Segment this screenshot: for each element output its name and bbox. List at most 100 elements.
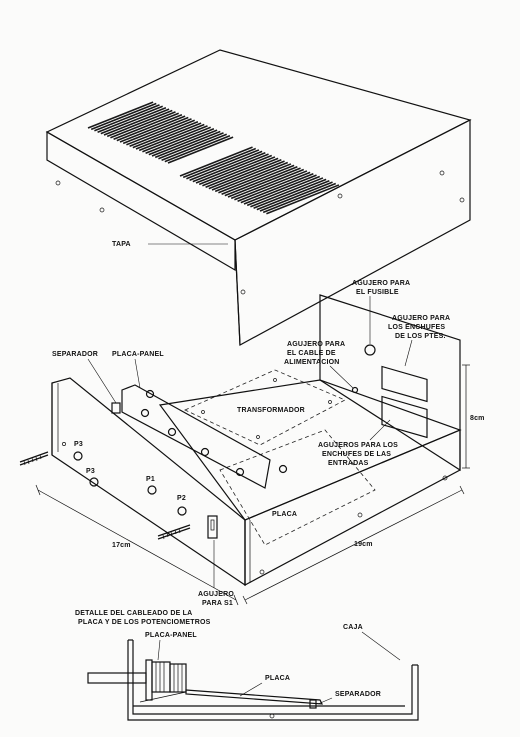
vent-slot: [138, 123, 205, 152]
vent-slot: [208, 158, 282, 190]
vent-slot: [195, 153, 269, 184]
vent-slot: [234, 170, 308, 201]
vent-slot: [145, 126, 211, 154]
vent-slot: [106, 109, 173, 138]
label-agujero-fusible: AGUJERO PARA: [352, 280, 410, 287]
board-pot-hole: [200, 447, 210, 457]
label-separador: SEPARADOR: [52, 351, 98, 358]
board-pot-hole: [167, 427, 177, 437]
screw-left: [19, 451, 49, 466]
label-detail-placa: PLACA: [265, 675, 290, 682]
base-front-panel: [51, 377, 246, 587]
label-agujero-s1-line2: PARA S1: [202, 600, 233, 607]
input-sockets-hole: [381, 395, 428, 439]
vent-slot: [122, 116, 189, 145]
vent-slot: [253, 178, 327, 209]
transformer-outline: [184, 369, 346, 446]
label-cable-line2: EL CABLE DE: [287, 350, 336, 357]
vent-slot: [205, 157, 279, 188]
vent-slot: [161, 133, 227, 161]
label-tapa: TAPA: [112, 241, 131, 248]
label-agujero-enchufes: DE LOS PTES.: [395, 333, 446, 340]
vent-slot: [230, 168, 305, 200]
ventilation-grille-left: [87, 101, 234, 164]
label-placa-panel: PLACA-PANEL: [112, 351, 164, 358]
label-agujero-fusible: EL FUSIBLE: [356, 289, 399, 296]
cover-screw-hole: [99, 207, 105, 213]
label-detail-placa-panel: PLACA-PANEL: [145, 632, 197, 639]
speaker-sockets-hole: [381, 365, 428, 403]
label-enchufes-line2: LOS ENCHUFES: [388, 324, 445, 331]
detail-spacer: [309, 699, 317, 709]
cover-front-panel: [234, 119, 471, 346]
ventilation-grille-right: [179, 146, 340, 215]
spacer-nut: [278, 464, 288, 474]
pot-hole-p3: [73, 451, 83, 461]
vent-slot: [259, 181, 333, 212]
vent-slot: [116, 113, 183, 142]
base-box: [158, 294, 462, 587]
floor-screw-hole: [357, 512, 363, 518]
vent-slot: [237, 171, 311, 202]
detail-title-line2: PLACA Y DE LOS POTENCIOMETROS: [78, 619, 211, 626]
label-entradas-line2: ENCHUFES DE LAS: [322, 451, 391, 458]
vent-slot: [113, 112, 179, 140]
label-enchufes-line1: AGUJERO PARA: [392, 315, 450, 322]
board-pot-hole: [140, 408, 150, 418]
vent-slot: [227, 167, 301, 198]
pcb-outline: [219, 429, 376, 546]
power-cable-hole: [351, 386, 359, 394]
vent-slot: [126, 118, 192, 146]
vent-slot: [186, 149, 260, 180]
floor-screw-hole: [442, 475, 448, 481]
label-agujero-s1: PARA S1: [202, 600, 233, 607]
detail-title: DETALLE DEL CABLEADO DE LA: [75, 610, 192, 617]
label-placa: PLACA: [272, 511, 297, 518]
vent-slot: [198, 154, 273, 186]
label-transformador: TRANSFORMADOR: [237, 407, 305, 414]
label-agujero-cable: EL CABLE DE: [287, 350, 336, 357]
fuse-hole: [364, 344, 376, 356]
label-agujeros-entradas: ENCHUFES DE LAS: [322, 451, 391, 458]
label-dim-depth: 17cm: [112, 542, 131, 549]
vent-slot: [240, 172, 314, 204]
detail-screw: [269, 713, 275, 719]
vent-slot: [179, 146, 253, 177]
vent-slot: [129, 119, 195, 147]
detail-cross-section: [87, 639, 419, 721]
label-agujero-cable: ALIMENTACION: [284, 359, 340, 366]
vent-slot: [135, 122, 202, 150]
vent-slot: [148, 127, 215, 156]
vent-slot: [132, 120, 199, 149]
vent-slot: [119, 115, 186, 143]
placa-panel-board: [111, 384, 288, 489]
cover-screw-hole: [439, 170, 445, 176]
floor-screw-hole: [259, 569, 265, 575]
label-agujero-enchufes: LOS ENCHUFES: [388, 324, 445, 331]
board-pot-hole: [235, 467, 245, 477]
pot-hole-p2: [177, 506, 187, 516]
label-entradas-line3: ENTRADAS: [328, 460, 369, 467]
cover-left-side: [46, 130, 236, 272]
dimension-height: 8cm: [462, 364, 484, 469]
label-agujeros-entradas: ENTRADAS: [328, 460, 369, 467]
vent-slot: [167, 136, 234, 164]
cover-screw-hole: [240, 289, 246, 295]
vent-slot: [110, 111, 176, 139]
label-enchufes-line3: DE LOS PTES.: [395, 333, 446, 340]
detail-title-line1: DETALLE DEL CABLEADO DE LA: [75, 610, 192, 617]
cover-screw-hole: [459, 197, 465, 203]
vent-slot: [256, 179, 330, 211]
label-cable-line1: AGUJERO PARA: [287, 341, 345, 348]
pot-hole-p3b: [89, 477, 99, 487]
vent-slot: [90, 102, 157, 131]
label-agujero-cable: AGUJERO PARA: [287, 341, 345, 348]
label-p1: P1: [146, 476, 155, 483]
label-agujero-s1: AGUJERO: [198, 591, 234, 598]
cover: [45, 49, 472, 346]
vent-slot: [250, 177, 324, 208]
vent-slot: [164, 134, 231, 163]
label-p3: P3: [74, 441, 83, 448]
spacer: [111, 402, 121, 414]
